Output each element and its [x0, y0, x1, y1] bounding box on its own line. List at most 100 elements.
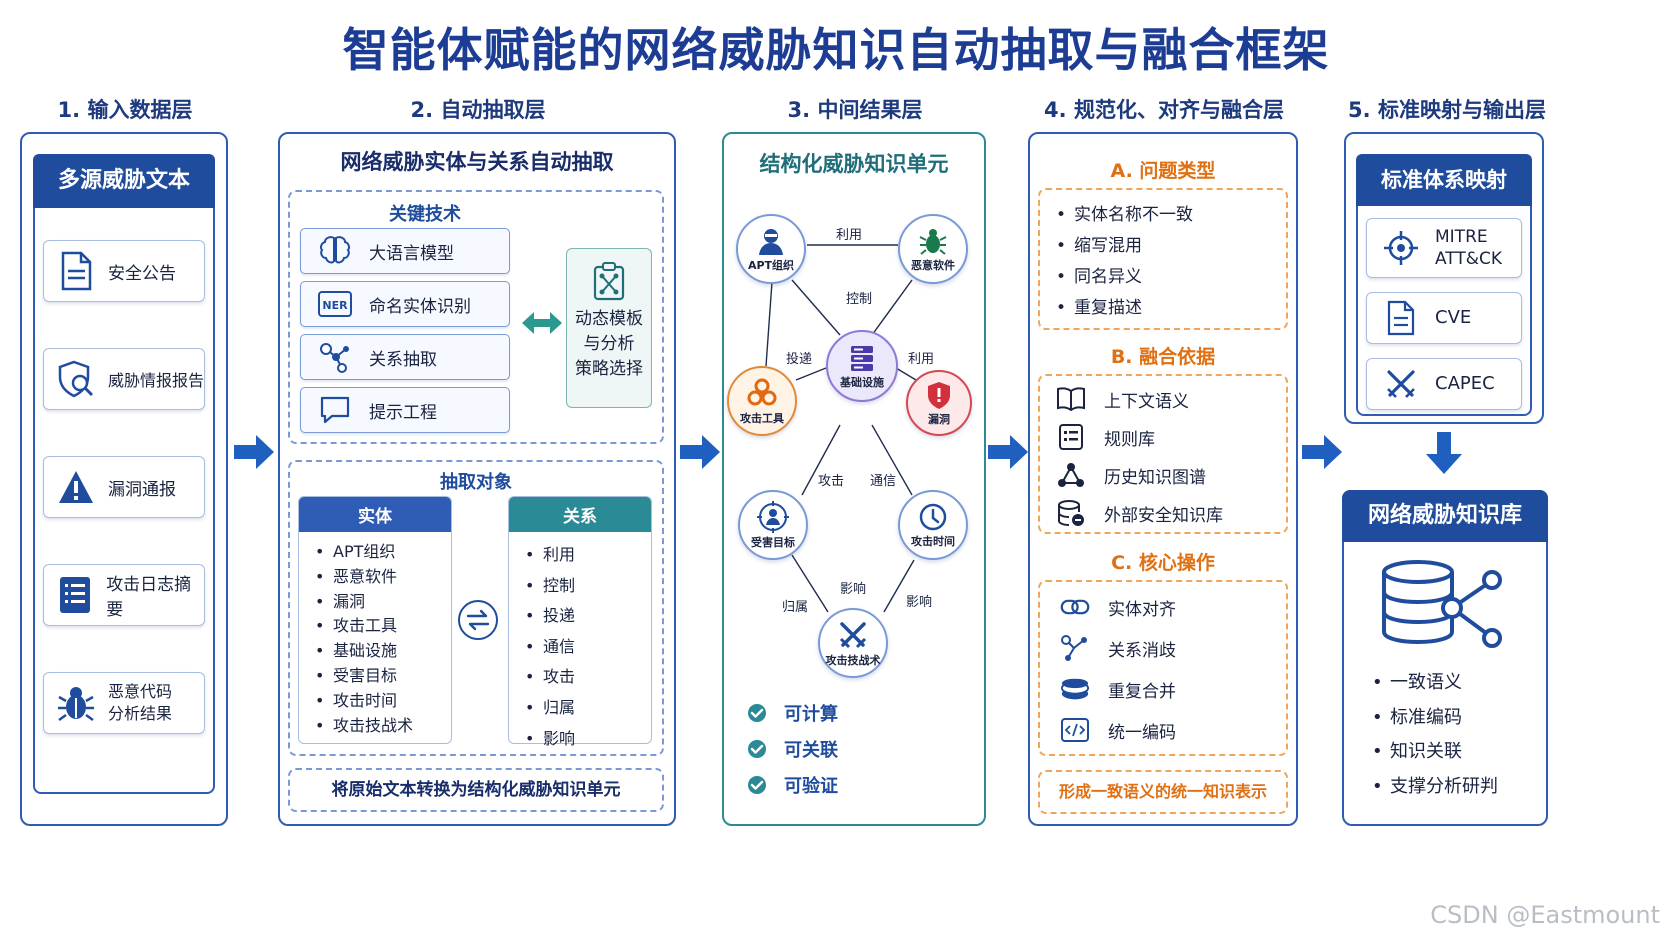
- strategy-clipboard-icon: [567, 261, 651, 305]
- standard-mitre-attck: MITRE ATT&CK: [1366, 218, 1522, 278]
- strategy-label: 动态模板 与分析 策略选择: [575, 309, 643, 379]
- op-label: 实体对齐: [1108, 599, 1176, 620]
- main-title: 智能体赋能的网络威胁知识自动抽取与融合框架: [342, 23, 1330, 77]
- relation-item: 影响: [525, 724, 651, 755]
- relation-item: 通信: [525, 632, 651, 663]
- shield-alert-icon: [928, 381, 950, 409]
- edge-label: 通信: [870, 474, 897, 489]
- basis-context: 上下文语义: [1056, 384, 1189, 414]
- check-circle-icon: [748, 704, 766, 722]
- input-item-label: 漏洞通报: [108, 479, 176, 500]
- document-icon: [1379, 296, 1423, 340]
- check-verifiable: 可验证: [746, 772, 838, 798]
- standard-cve: CVE: [1366, 292, 1522, 344]
- database-icon: [1056, 498, 1086, 528]
- node-label: 漏洞: [928, 412, 950, 426]
- crossed-swords-icon: [839, 621, 867, 648]
- entity-item: 攻击工具: [315, 614, 451, 639]
- standard-mapping-header: 标准体系映射: [1356, 154, 1532, 206]
- tech-ner: NER 命名实体识别: [300, 281, 510, 327]
- check-circle-icon: [748, 740, 766, 758]
- tech-prompt-engineering: 提示工程: [300, 387, 510, 433]
- node-label: 基础设施: [840, 375, 884, 389]
- knowledge-base-header: 网络威胁知识库: [1342, 490, 1548, 542]
- entity-item: 基础设施: [315, 639, 451, 664]
- problem-item: 重复描述: [1056, 293, 1286, 324]
- problem-type-title: A. 问题类型: [1110, 160, 1216, 182]
- extract-target-title: 抽取对象: [440, 472, 512, 493]
- graph-node-attack-tool: 攻击工具: [727, 366, 797, 436]
- op-label: 重复合并: [1108, 681, 1176, 702]
- stack-icon: [1060, 674, 1090, 704]
- relation-item: 利用: [525, 540, 651, 571]
- node-label: 受害目标: [751, 535, 795, 549]
- brain-icon: [315, 233, 355, 269]
- edge-label: 影响: [906, 595, 933, 610]
- swap-icon: [458, 600, 498, 640]
- extract-footer: 将原始文本转换为结构化威胁知识单元: [288, 768, 664, 812]
- crossed-swords-icon: [1379, 362, 1423, 406]
- edge-label: 利用: [908, 352, 935, 367]
- chat-bubble-icon: [315, 392, 355, 428]
- edge-label: 影响: [840, 582, 867, 597]
- edge-label: 投递: [786, 352, 813, 367]
- bug-icon: [919, 228, 947, 255]
- basis-external-kb: 外部安全知识库: [1056, 498, 1223, 528]
- input-item-vuln-bulletin: 漏洞通报: [43, 456, 205, 518]
- flow-arrow-icon: [234, 435, 274, 469]
- kb-item: 标准编码: [1372, 701, 1498, 736]
- problem-type-frame: 实体名称不一致 缩写混用 同名异义 重复描述: [1038, 188, 1288, 330]
- standard-label: CAPEC: [1435, 373, 1495, 394]
- layer-title-output: 5. 标准映射与输出层: [1348, 98, 1546, 122]
- check-circle-icon: [748, 776, 766, 794]
- op-unified-encoding: 统一编码: [1060, 715, 1176, 745]
- log-list-icon: [54, 573, 96, 617]
- node-label: 攻击时间: [911, 534, 955, 548]
- edge-label: 利用: [836, 228, 863, 243]
- input-item-label: 安全公告: [108, 263, 176, 284]
- basis-label: 外部安全知识库: [1104, 505, 1223, 526]
- tech-label: 大语言模型: [369, 243, 454, 264]
- op-duplicate-merge: 重复合并: [1060, 674, 1176, 704]
- graph-node-ttp: 攻击技战术: [818, 608, 888, 678]
- tech-relation-extraction: 关系抽取: [300, 334, 510, 380]
- ner-icon: NER: [315, 286, 355, 322]
- bug-icon: [54, 681, 98, 725]
- input-item-attack-log: 攻击日志摘要: [43, 564, 205, 626]
- check-label: 可计算: [784, 704, 838, 725]
- middle-header: 结构化威胁知识单元: [759, 152, 949, 176]
- relation-list-box: 关系 利用 控制 投递 通信 攻击 归属 影响: [508, 496, 652, 754]
- graph-node-malware: 恶意软件: [898, 214, 968, 284]
- layer-title-fusion: 4. 规范化、对齐与融合层: [1044, 98, 1284, 122]
- code-icon: [1060, 715, 1090, 745]
- relation-item: 控制: [525, 571, 651, 602]
- link-icon: [1060, 592, 1090, 622]
- op-relation-disambiguation: 关系消歧: [1060, 633, 1176, 663]
- node-label: 攻击工具: [740, 411, 784, 425]
- extract-header: 网络威胁实体与关系自动抽取: [340, 150, 614, 174]
- op-label: 统一编码: [1108, 722, 1176, 743]
- key-tech-frame: [288, 190, 664, 444]
- knowledge-graph-edges: [765, 244, 917, 613]
- entity-item: APT组织: [315, 540, 451, 565]
- core-ops-title: C. 核心操作: [1111, 552, 1215, 574]
- check-linkable: 可关联: [746, 736, 838, 762]
- book-icon: [1056, 384, 1086, 414]
- input-item-malware-analysis: 恶意代码 分析结果: [43, 672, 205, 734]
- shield-search-icon: [54, 357, 98, 401]
- entity-list-box: 实体 APT组织 恶意软件 漏洞 攻击工具 基础设施 受害目标 攻击时间 攻击技…: [298, 496, 452, 744]
- graph-icon: [1056, 460, 1086, 490]
- ner-badge-text: NER: [322, 299, 348, 312]
- entity-item: 恶意软件: [315, 565, 451, 590]
- rules-icon: [1056, 422, 1086, 452]
- entity-item: 受害目标: [315, 664, 451, 689]
- document-icon: [54, 249, 98, 293]
- watermark: CSDN @Eastmount: [1430, 901, 1660, 929]
- crosshair-icon: [1379, 226, 1423, 270]
- relation-item: 攻击: [525, 662, 651, 693]
- layer-title-input: 1. 输入数据层: [57, 98, 193, 122]
- basis-history-graph: 历史知识图谱: [1056, 460, 1206, 490]
- problem-item: 实体名称不一致: [1056, 200, 1286, 231]
- server-icon: [851, 345, 873, 371]
- relation-item: 投递: [525, 601, 651, 632]
